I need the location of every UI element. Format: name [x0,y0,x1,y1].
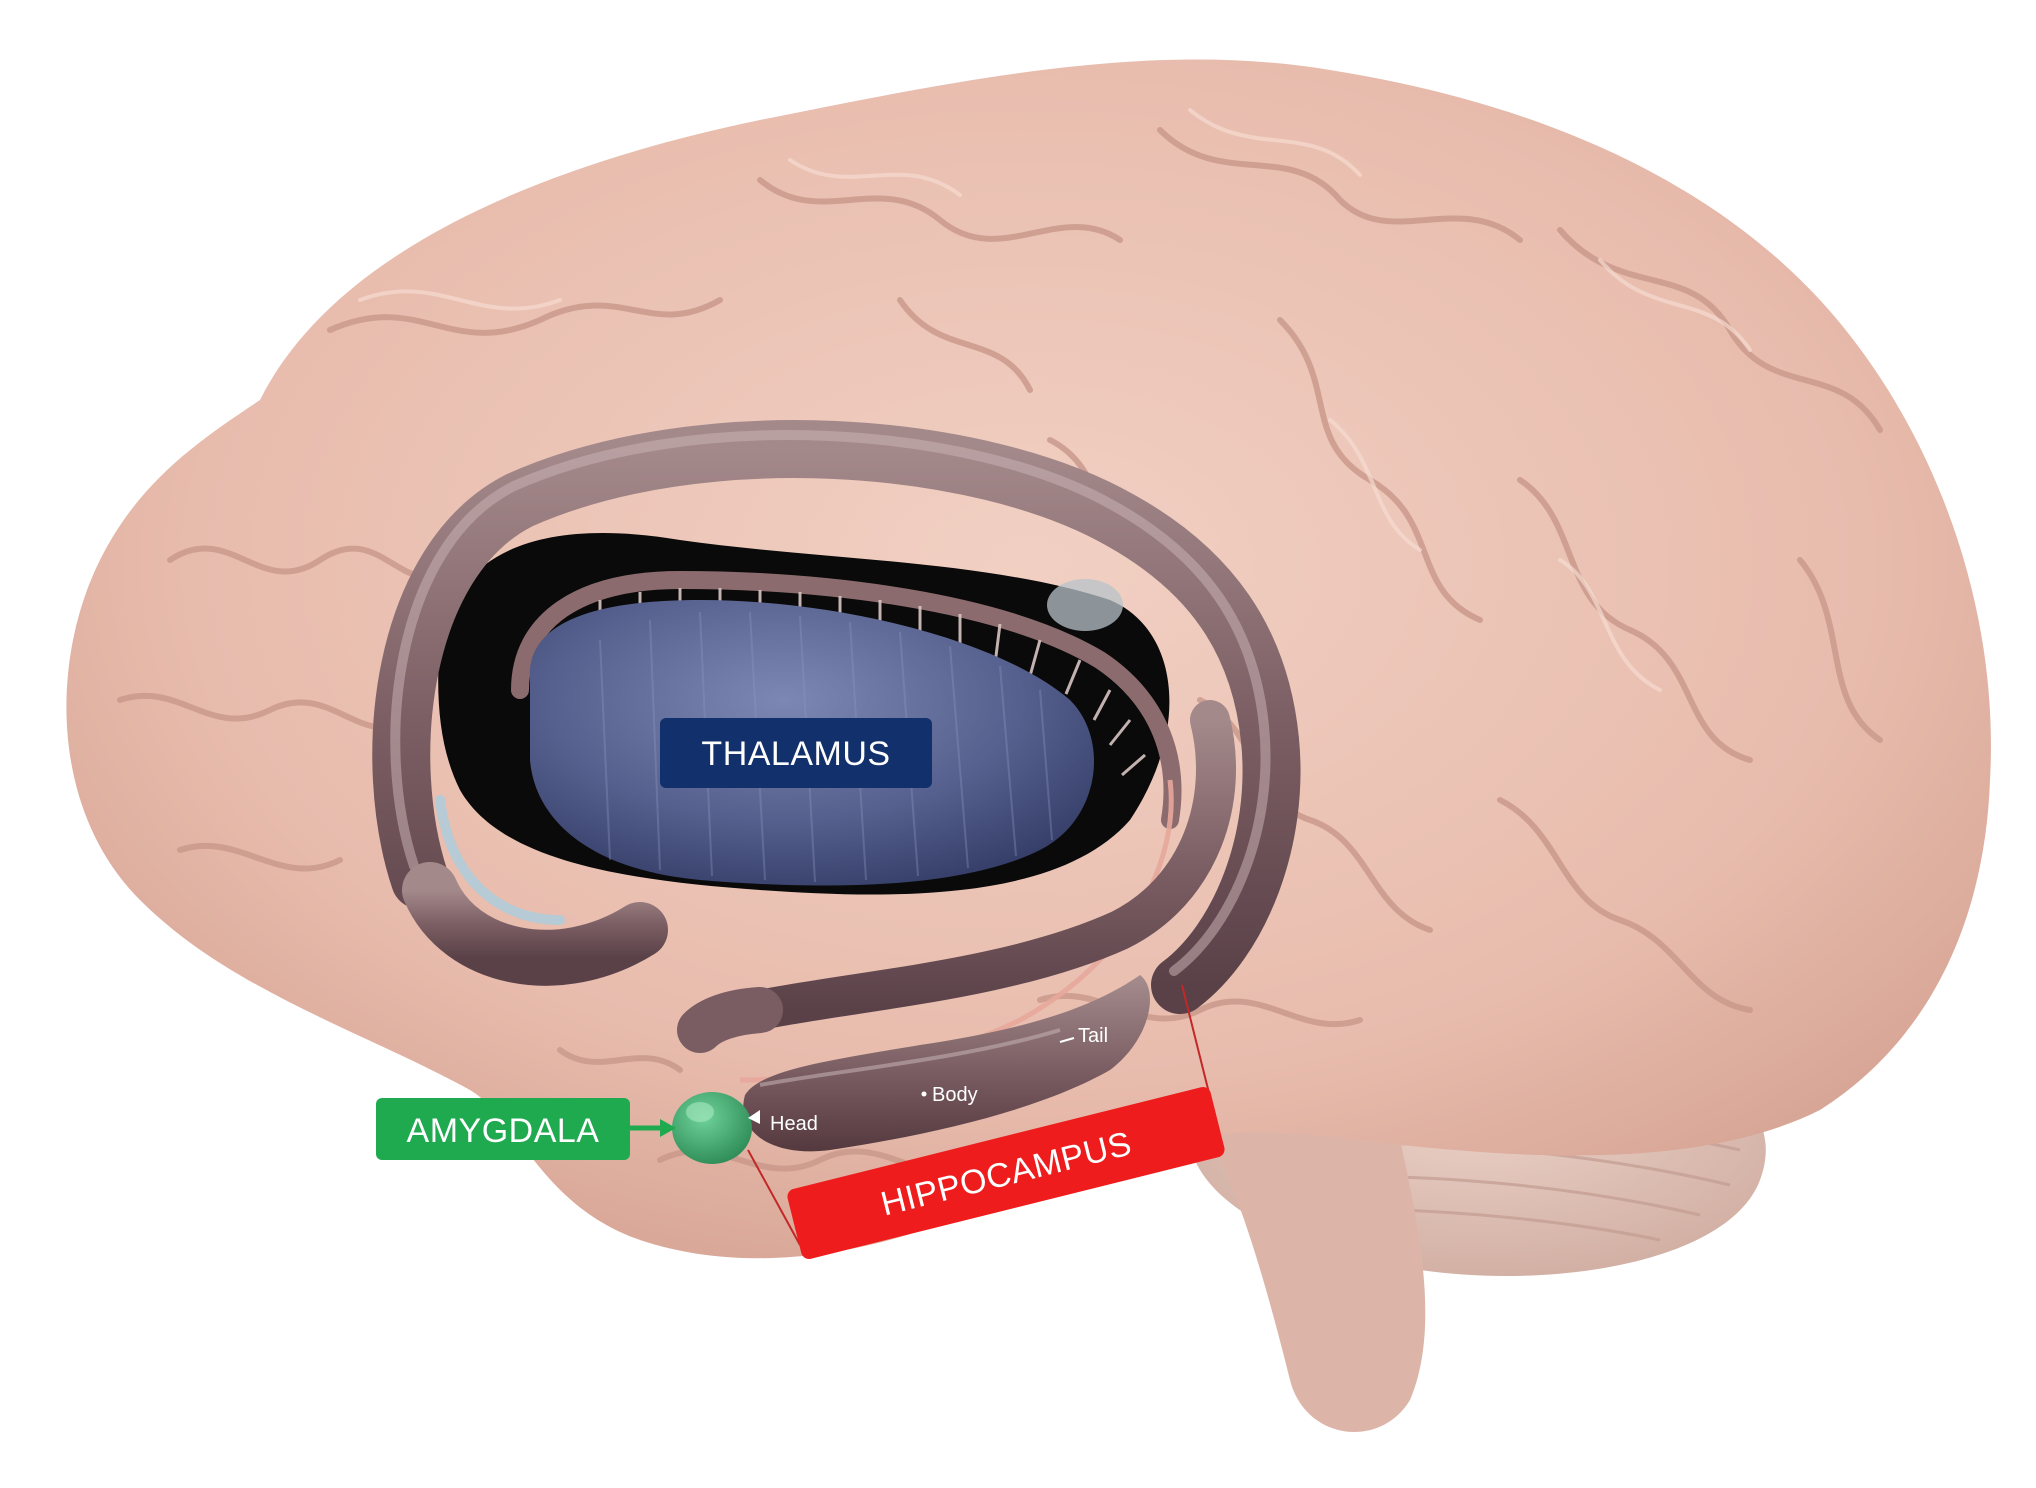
thalamus-label: THALAMUS [660,718,932,788]
body-label: Body [932,1084,978,1106]
head-marker [748,1110,760,1124]
amygdala-label-text: AMYGDALA [407,1112,600,1150]
hippocampus-part-labels: Head Body Tail [748,1025,1108,1135]
amygdala-label: AMYGDALA [376,1098,630,1160]
hippocampus-bracket [747,984,1213,1246]
tail-label: Tail [1078,1025,1108,1047]
body-marker [921,1091,927,1097]
tail-marker [1059,1037,1075,1043]
hippocampus-structure [743,975,1150,1152]
amygdala-structure [672,1092,752,1164]
brainstem [1180,1080,1426,1433]
head-label: Head [770,1113,818,1135]
fornix [372,420,1301,1083]
amygdala-arrow [630,1119,676,1137]
thalamus-label-text: THALAMUS [701,735,890,773]
